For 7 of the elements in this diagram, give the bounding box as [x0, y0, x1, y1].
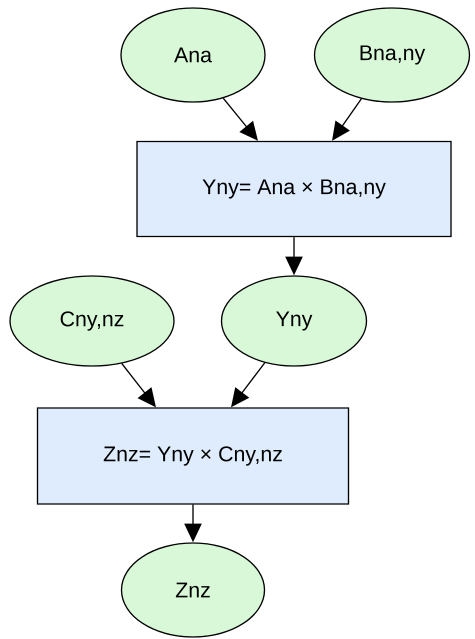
ellipse-node: Yny [220, 275, 368, 367]
formula-box: Znz= Yny × Cny,nz [36, 407, 350, 505]
ellipse-node: Ana [120, 7, 266, 103]
ellipse-node: Bna,ny [314, 7, 470, 103]
ellipse-node: Cny,nz [9, 275, 175, 367]
formula-box: Yny= Ana × Bna,ny [136, 140, 452, 238]
ellipse-node: Znz [120, 542, 266, 638]
